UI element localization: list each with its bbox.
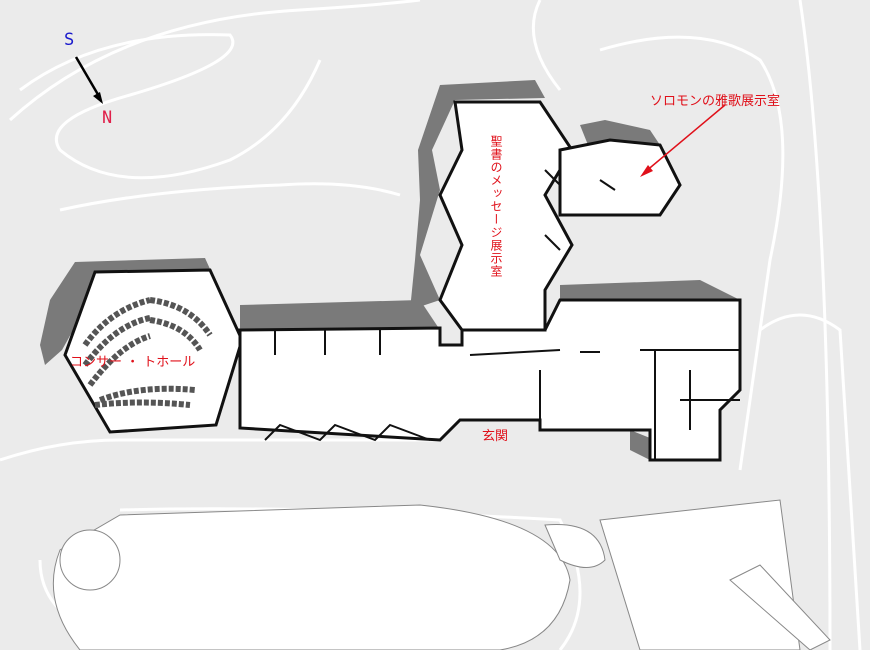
solomon-room-label: ソロモンの雅歌展示室 xyxy=(650,94,781,109)
main-hall-area xyxy=(238,298,742,462)
concert-hall-area xyxy=(63,268,244,434)
landscape-areas xyxy=(52,499,831,650)
hall-seating xyxy=(82,297,213,408)
solomon-pointer-arrow xyxy=(640,104,726,177)
bible-message-room-label: 聖書のメッセージ展示室 xyxy=(489,135,503,278)
compass-south-label: S xyxy=(64,30,75,50)
compass-arrow xyxy=(74,56,103,104)
bible-exhibition-area xyxy=(438,100,574,332)
solomon-exhibition-area xyxy=(558,138,682,217)
interior-walls xyxy=(264,169,740,460)
entrance-label: 玄関 xyxy=(482,429,509,444)
building-floorplan xyxy=(63,100,742,462)
compass-north-label: N xyxy=(102,108,113,128)
concert-hall-label: コンサー ・ トホール xyxy=(70,355,196,370)
